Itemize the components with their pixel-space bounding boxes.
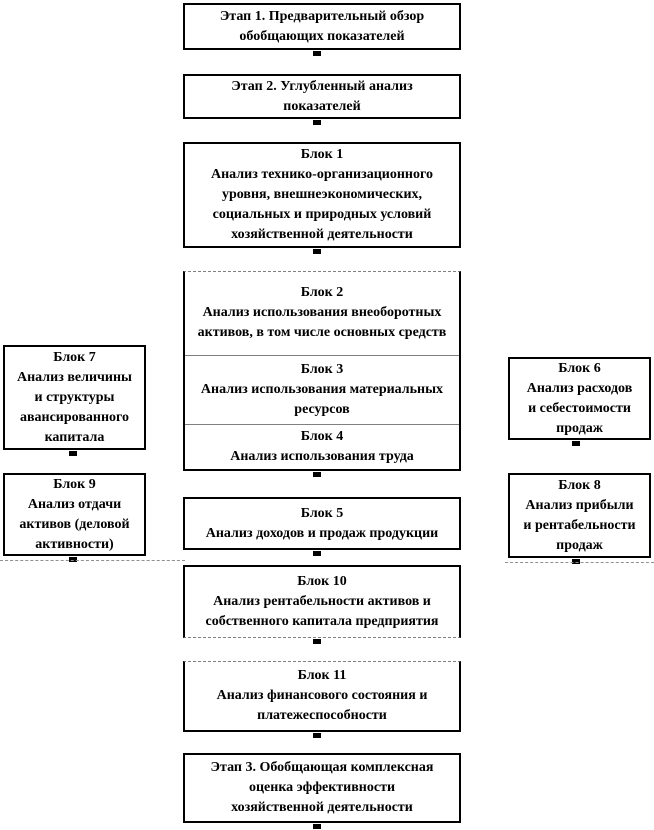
block-11-title: Блок 11 [297,668,347,683]
connector-stub [313,51,321,56]
block-3-title: Блок 3 [300,361,344,377]
block-7-title: Блок 7 [53,349,96,365]
block-6-text: Анализ расходов и себестоимости продаж [526,380,633,436]
connector-stub [313,824,321,829]
stage-2-box: Этап 2. Углубленный анализ показателей [183,74,461,119]
stage-1-text: Этап 1. Предварительный обзор обобщающих… [219,8,425,44]
block-11-text: Анализ финансового состояния и платежесп… [216,688,428,723]
block-5-text: Анализ доходов и продаж продукции [205,525,439,541]
block-10-box: Блок 10 Анализ рентабельности активов и … [183,565,461,638]
block-3-box: Блок 3 Анализ использования материальных… [185,354,459,424]
connector-stub [313,249,321,254]
connector-stub [572,441,580,446]
block-8-title: Блок 8 [558,477,601,493]
connector-stub [313,120,321,125]
block-10-title: Блок 10 [297,574,347,589]
connector-stub [572,559,580,564]
block-5-title: Блок 5 [300,505,344,521]
stage-3-box: Этап 3. Обобщающая комплексная оценка эф… [183,753,461,823]
block-2-title: Блок 2 [300,285,344,301]
block-1-box: Блок 1 Анализ технико-организационного у… [183,142,461,248]
connector-stub [313,733,321,738]
block-5-box: Блок 5 Анализ доходов и продаж продукции [183,497,461,550]
block-4-text: Анализ использования труда [230,448,414,464]
block-4-box: Блок 4 Анализ использования труда [185,423,459,469]
block-7-text: Анализ величины и структуры авансированн… [16,369,132,445]
block-8-text: Анализ прибыли и рентабельности продаж [523,497,636,553]
block-6-title: Блок 6 [558,360,601,376]
block-8-box: Блок 8 Анализ прибыли и рентабельности п… [508,473,651,558]
block-11-box: Блок 11 Анализ финансового состояния и п… [183,661,461,732]
dashed-gridline [505,562,654,563]
connector-stub [313,551,321,556]
block-7-box: Блок 7 Анализ величины и структуры аванс… [3,345,146,450]
block-10-text: Анализ рентабельности активов и собствен… [205,594,439,629]
block-2-text: Анализ использования внеоборотных активо… [197,305,447,341]
connector-stub [69,451,77,456]
block-9-title: Блок 9 [53,476,96,492]
block-1-text: Анализ технико-организационного уровня, … [210,167,433,242]
connector-stub [313,472,321,477]
block-9-text: Анализ отдачи активов (деловой активност… [19,496,130,552]
block-1-title: Блок 1 [300,147,344,162]
stage-2-text: Этап 2. Углубленный анализ показателей [231,78,413,114]
dashed-gridline [0,560,185,561]
connector-stub [313,639,321,644]
block-9-box: Блок 9 Анализ отдачи активов (деловой ак… [3,473,146,556]
block-2-box: Блок 2 Анализ использования внеоборотных… [185,272,459,355]
stage-1-box: Этап 1. Предварительный обзор обобщающих… [183,3,461,50]
block-3-text: Анализ использования материальных ресурс… [200,381,444,417]
connector-stub [69,557,77,562]
block-4-title: Блок 4 [300,428,344,444]
block-6-box: Блок 6 Анализ расходов и себестоимости п… [508,357,651,440]
blocks-2-3-4-stack: Блок 2 Анализ использования внеоборотных… [183,271,461,471]
stage-3-text: Этап 3. Обобщающая комплексная оценка эф… [210,760,434,815]
